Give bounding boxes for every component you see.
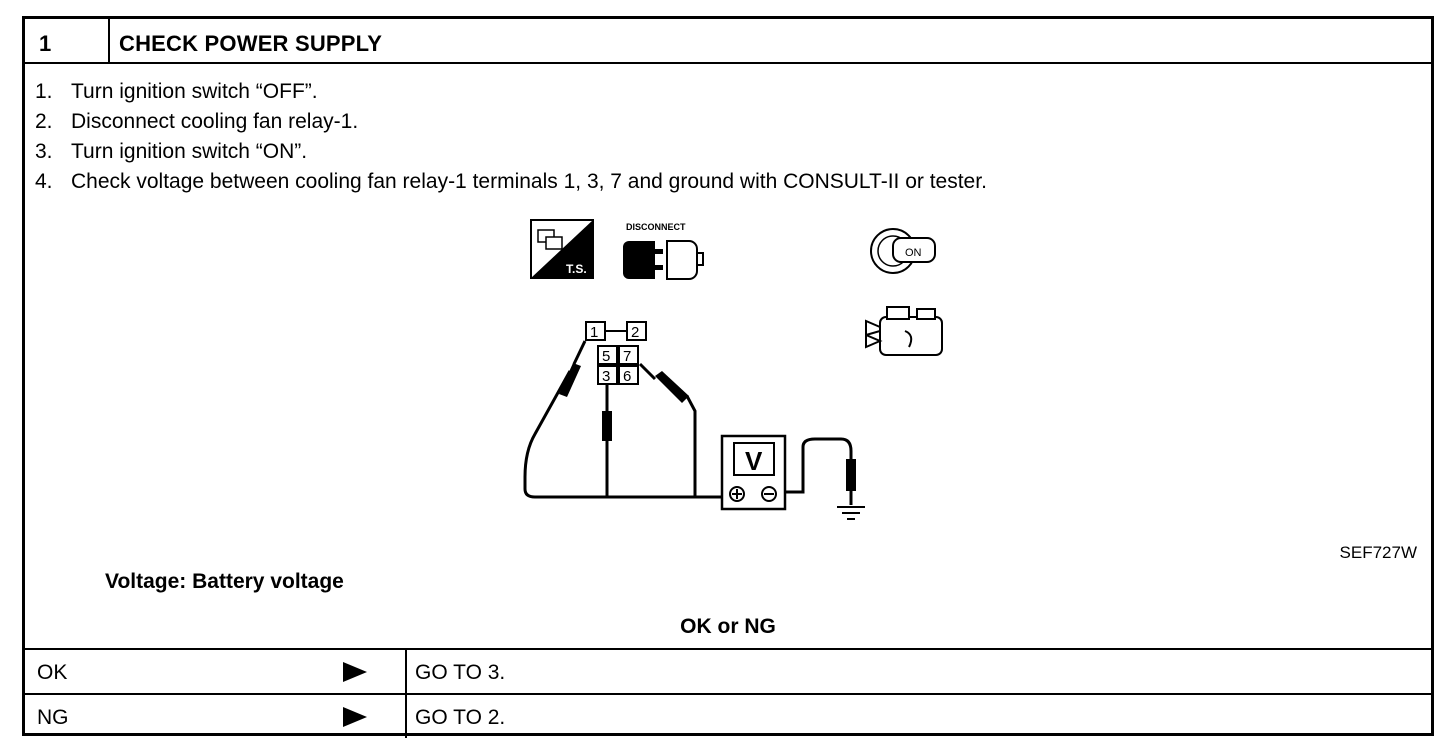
terminal-label: 7 [623, 348, 631, 365]
meter-label: V [745, 446, 763, 476]
inspection-step-table: 1 CHECK POWER SUPPLY 1.Turn ignition swi… [22, 16, 1434, 738]
voltage-spec: Voltage: Battery voltage [105, 570, 344, 593]
instruction-item: 3.Turn ignition switch “ON”. [35, 140, 308, 163]
result-label: NG [37, 706, 69, 729]
positive-terminal-icon [729, 486, 745, 502]
disconnect-connector-icon: DISCONNECT [623, 222, 704, 280]
terminal-label: 6 [623, 368, 631, 385]
probe-leads [523, 340, 853, 505]
instruction-item: 4.Check voltage between cooling fan rela… [35, 170, 987, 193]
header-divider [108, 19, 110, 62]
result-action: GO TO 3. [415, 661, 506, 684]
instruction-item: 1.Turn ignition switch “OFF”. [35, 80, 318, 103]
step-number: 1 [39, 31, 52, 56]
result-action: GO TO 2. [415, 706, 506, 729]
ground-icon [837, 506, 865, 520]
play-arrow-icon [343, 662, 367, 682]
instruction-list: 1.Turn ignition switch “OFF”. 2.Disconne… [35, 77, 987, 197]
row-divider [405, 695, 407, 738]
result-row-ok: OK GO TO 3. [25, 648, 1431, 693]
step-title: CHECK POWER SUPPLY [119, 31, 383, 56]
voltmeter: V [720, 434, 787, 511]
decision-prompt: OK or NG [680, 615, 776, 638]
row-divider [405, 650, 407, 693]
result-label: OK [37, 661, 68, 684]
ignition-key-on-icon: ON [870, 228, 936, 274]
step-header: 1 CHECK POWER SUPPLY [25, 19, 1431, 64]
figure-id: SEF727W [1339, 543, 1417, 562]
engine-icon [865, 306, 943, 356]
result-row-ng: NG GO TO 2. [25, 693, 1431, 738]
terminal-label: 1 [590, 324, 598, 341]
relay-connector: 1 2 5 7 3 6 [585, 321, 647, 385]
terminal-label: 5 [602, 348, 610, 365]
svg-text:T.S.: T.S. [566, 262, 587, 276]
svg-text:ON: ON [905, 247, 922, 259]
play-arrow-icon [343, 707, 367, 727]
tester-ts-icon: T.S. [530, 219, 594, 279]
terminal-label: 3 [602, 368, 610, 385]
probe-tips [559, 363, 856, 491]
negative-terminal-icon [761, 486, 777, 502]
terminal-label: 2 [631, 324, 639, 341]
instruction-item: 2.Disconnect cooling fan relay-1. [35, 110, 359, 133]
svg-text:DISCONNECT: DISCONNECT [626, 222, 686, 232]
wiring-diagram: T.S. DISCONNECT ON 1 [523, 219, 943, 520]
